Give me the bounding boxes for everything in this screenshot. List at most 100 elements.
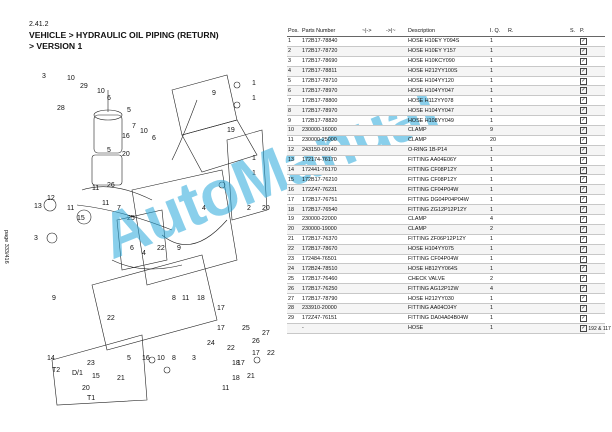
row-s bbox=[569, 194, 579, 206]
row-p[interactable]: ✓ bbox=[579, 115, 605, 127]
row-qty: 20 bbox=[489, 135, 507, 146]
checkbox-icon[interactable]: ✓ bbox=[580, 146, 587, 154]
row-pos: 14 bbox=[287, 165, 301, 176]
row-pos: 22 bbox=[287, 244, 301, 255]
cylinder-part bbox=[93, 114, 123, 154]
row-qty: 1 bbox=[489, 313, 507, 324]
row-p[interactable]: ✓ bbox=[579, 224, 605, 235]
row-p[interactable]: ✓ bbox=[579, 36, 605, 47]
checkbox-icon[interactable]: ✓ bbox=[580, 314, 587, 322]
row-pos: 9 bbox=[287, 115, 301, 127]
callout-label: 17 bbox=[217, 325, 225, 332]
row-p[interactable]: ✓ bbox=[579, 76, 605, 87]
row-to bbox=[385, 323, 407, 334]
checkbox-icon[interactable]: ✓ bbox=[580, 77, 587, 85]
checkbox-icon[interactable]: ✓ bbox=[580, 196, 587, 204]
checkbox-icon[interactable]: ✓ bbox=[580, 156, 587, 164]
checkbox-icon[interactable]: ✓ bbox=[580, 255, 587, 263]
row-p[interactable]: ✓ bbox=[579, 105, 605, 117]
checkbox-icon[interactable]: ✓ bbox=[580, 265, 587, 273]
row-p[interactable]: ✓ bbox=[579, 165, 605, 176]
row-p[interactable]: ✓ bbox=[579, 234, 605, 245]
row-p[interactable]: ✓ bbox=[579, 273, 605, 285]
checkbox-icon[interactable]: ✓ bbox=[580, 245, 587, 253]
row-p[interactable]: ✓ bbox=[579, 95, 605, 107]
row-remark bbox=[507, 214, 569, 225]
row-to bbox=[385, 254, 407, 265]
checkbox-icon[interactable]: ✓ bbox=[580, 295, 587, 303]
row-remark bbox=[507, 76, 569, 87]
checkbox-icon[interactable]: ✓ bbox=[580, 206, 587, 214]
checkbox-icon[interactable]: ✓ bbox=[580, 235, 587, 243]
checkbox-icon[interactable]: ✓ bbox=[580, 136, 587, 144]
row-from bbox=[361, 145, 385, 156]
callout-label: 13 bbox=[34, 203, 42, 210]
row-p[interactable]: ✓ bbox=[579, 174, 605, 186]
row-p[interactable]: ✓ bbox=[579, 283, 605, 295]
row-p[interactable]: ✓ bbox=[579, 313, 605, 324]
row-p[interactable]: ✓ bbox=[579, 214, 605, 225]
row-from bbox=[361, 323, 385, 334]
callout-label: 16 bbox=[122, 133, 130, 140]
checkbox-icon[interactable]: ✓ bbox=[580, 285, 587, 293]
row-p[interactable]: ✓ bbox=[579, 194, 605, 206]
row-p[interactable]: ✓ bbox=[579, 244, 605, 255]
callout-label: 6 bbox=[152, 135, 156, 142]
row-p[interactable]: ✓ bbox=[579, 155, 605, 166]
checkbox-icon[interactable]: ✓ bbox=[580, 57, 587, 65]
row-p[interactable]: ✓ bbox=[579, 254, 605, 265]
row-description: HOSE H212YY030 bbox=[407, 293, 489, 305]
row-from bbox=[361, 204, 385, 216]
row-p[interactable]: ✓ bbox=[579, 125, 605, 136]
row-from bbox=[361, 214, 385, 225]
row-remark bbox=[507, 323, 569, 334]
row-p[interactable]: ✓ bbox=[579, 135, 605, 146]
checkbox-icon[interactable]: ✓ bbox=[580, 107, 587, 115]
checkbox-icon[interactable]: ✓ bbox=[580, 126, 587, 134]
callout-label: 20 bbox=[122, 151, 130, 158]
row-remark bbox=[507, 194, 569, 206]
checkbox-icon[interactable]: ✓ bbox=[580, 186, 587, 194]
row-s bbox=[569, 66, 579, 77]
checkbox-icon[interactable]: ✓ bbox=[580, 87, 587, 95]
checkbox-icon[interactable]: ✓ bbox=[580, 304, 587, 312]
checkbox-icon[interactable]: ✓ bbox=[580, 324, 587, 332]
callout-label: 9 bbox=[177, 245, 181, 252]
row-p[interactable]: ✓ bbox=[579, 303, 605, 314]
row-part-number: 230000-25000 bbox=[301, 135, 361, 146]
checkbox-icon[interactable]: ✓ bbox=[580, 275, 587, 283]
checkbox-icon[interactable]: ✓ bbox=[580, 166, 587, 174]
checkbox-icon[interactable]: ✓ bbox=[580, 215, 587, 223]
checkbox-icon[interactable]: ✓ bbox=[580, 37, 587, 45]
row-s bbox=[569, 36, 579, 47]
row-p[interactable]: ✓ bbox=[579, 184, 605, 196]
row-part-number: 172B17-78690 bbox=[301, 56, 361, 67]
callout-label: 3 bbox=[42, 73, 46, 80]
checkbox-icon[interactable]: ✓ bbox=[580, 97, 587, 105]
row-p[interactable]: ✓ bbox=[579, 263, 605, 275]
checkbox-icon[interactable]: ✓ bbox=[580, 67, 587, 75]
checkbox-icon[interactable]: ✓ bbox=[580, 225, 587, 233]
row-p[interactable]: ✓ bbox=[579, 46, 605, 57]
row-p[interactable]: ✓ bbox=[579, 56, 605, 67]
callout-label: T2 bbox=[52, 367, 60, 374]
row-p[interactable]: ✓ bbox=[579, 66, 605, 77]
checkbox-icon[interactable]: ✓ bbox=[580, 47, 587, 55]
checkbox-icon[interactable]: ✓ bbox=[580, 117, 587, 125]
row-from bbox=[361, 313, 385, 324]
row-p[interactable]: ✓ bbox=[579, 204, 605, 216]
row-p[interactable]: ✓ bbox=[579, 293, 605, 305]
checkbox-icon[interactable]: ✓ bbox=[580, 176, 587, 184]
row-p[interactable]: ✓ bbox=[579, 85, 605, 97]
row-s bbox=[569, 214, 579, 225]
row-p[interactable]: ✓ bbox=[579, 145, 605, 156]
row-remark bbox=[507, 125, 569, 136]
row-part-number: 172B17-78710 bbox=[301, 76, 361, 87]
row-p[interactable]: ✓ 192 & 117 bbox=[579, 323, 611, 334]
